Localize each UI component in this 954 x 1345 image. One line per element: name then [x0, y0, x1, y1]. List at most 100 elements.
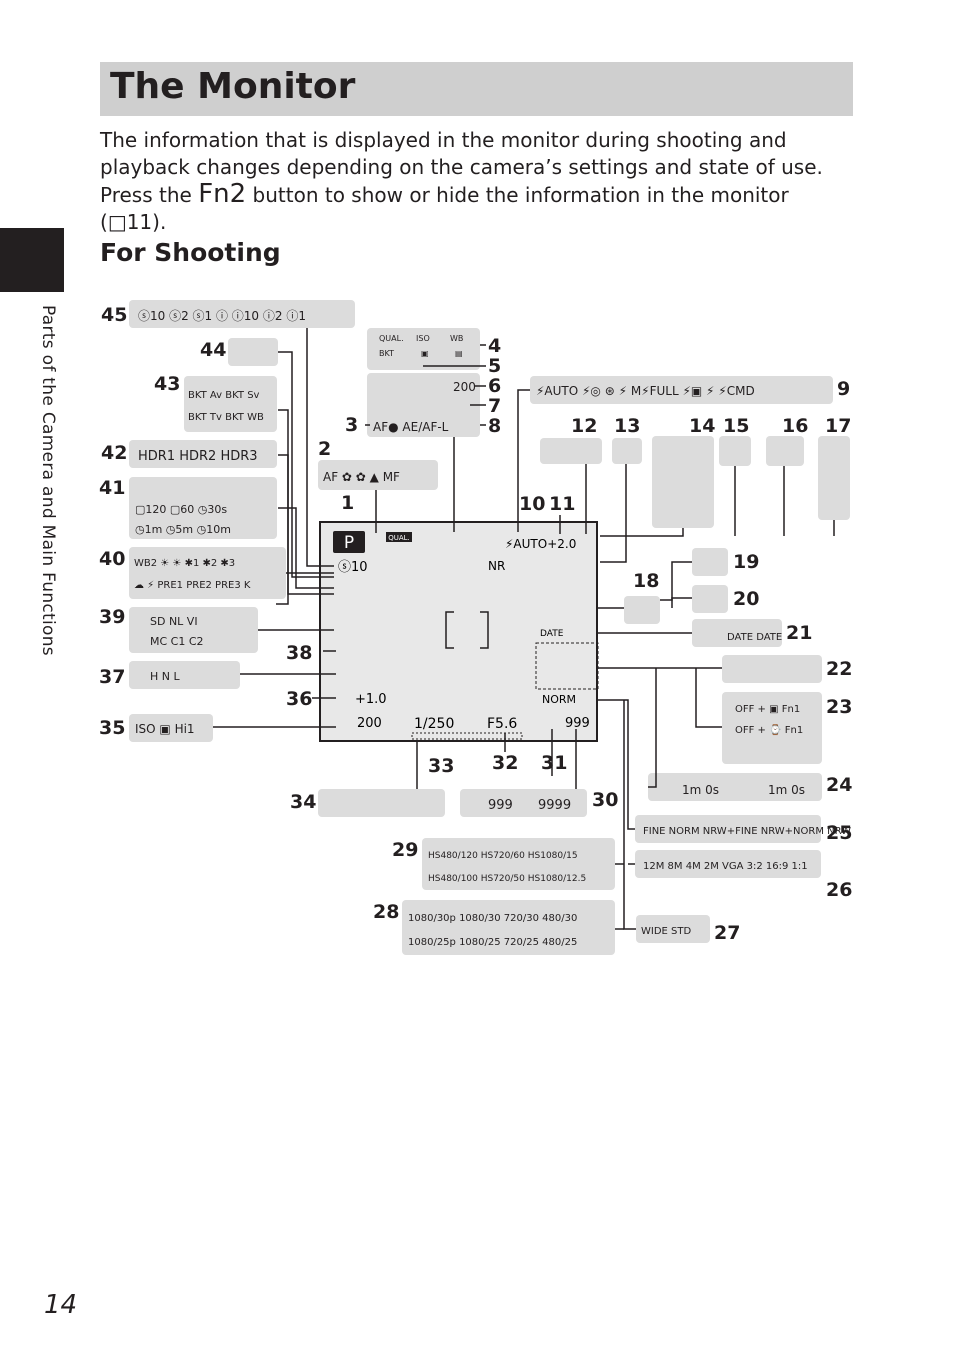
callout-30: 30	[592, 789, 618, 811]
callout-5: 5	[488, 355, 501, 377]
quality-display: NORM	[542, 693, 576, 706]
panel-icon-texts: ⓢ10 ⓢ2 ⓢ1 ⓘ ⓘ10 ⓘ2 ⓘ1 QUAL. ISO WB BKT ▣…	[134, 309, 851, 948]
panel-27-panorama	[636, 915, 710, 943]
section-tab-marker	[0, 228, 64, 292]
callout-4: 4	[488, 335, 501, 357]
p8-af-lock: AF● AE/AF-L	[373, 420, 449, 434]
page-number: 14	[44, 1290, 78, 1320]
p42-hdr: HDR1 HDR2 HDR3	[138, 449, 258, 464]
page-title: The Monitor	[110, 66, 356, 107]
p40-row2: ☁ ⚡ PRE1 PRE2 PRE3 K	[134, 580, 251, 591]
panel-26-image-size	[635, 850, 821, 878]
p6-iso-value: 200	[453, 380, 476, 394]
callout-20: 20	[733, 588, 759, 610]
panel-13-vr	[612, 438, 642, 464]
panel-22-metering	[722, 655, 822, 683]
callout-34: 34	[290, 791, 316, 813]
p30-a: 999	[488, 798, 513, 813]
p39-row2: MC C1 C2	[150, 635, 204, 648]
p41-row2: ▢120 ▢60 ◷30s	[135, 503, 227, 516]
callout-14: 14	[689, 415, 715, 437]
callout-31: 31	[541, 752, 567, 774]
callout-12: 12	[571, 415, 597, 437]
p45-text: ⓢ10 ⓢ2 ⓢ1 ⓘ ⓘ10 ⓘ2 ⓘ1	[138, 309, 306, 323]
intro-paragraph: The information that is displayed in the…	[100, 127, 860, 236]
callout-43: 43	[154, 373, 180, 395]
shooting-mode-text: P	[344, 533, 354, 553]
panel-37-adl	[129, 661, 240, 689]
monitor-screen	[319, 521, 598, 742]
panel-19-clock	[692, 548, 728, 576]
callout-21: 21	[786, 622, 812, 644]
callout-25: 25	[826, 822, 852, 844]
panel-30-exposures	[460, 789, 587, 817]
panel-29-hs-movies	[422, 838, 615, 890]
side-section-label: Parts of the Camera and Main Functions	[38, 305, 58, 656]
callout-6: 6	[488, 375, 501, 397]
date-display: DATE	[540, 629, 564, 639]
panel-23-fn-settings	[722, 692, 822, 764]
nr-display: NR	[488, 559, 505, 573]
callout-26: 26	[826, 879, 852, 901]
p23-row1: OFF + ▣ Fn1	[735, 704, 800, 715]
remaining-display: 999	[565, 716, 590, 731]
p2-focus-modes: AF ✿ ✿ ▲ MF	[323, 470, 400, 484]
focus-frame	[445, 611, 489, 649]
intro-text-1: The information that is displayed in the…	[100, 128, 823, 207]
panel-9-flash-modes	[530, 376, 833, 404]
panel-28-movie-options	[402, 900, 615, 955]
callout-18: 18	[633, 570, 659, 592]
callout-42: 42	[101, 442, 127, 464]
aperture-display: F5.6	[487, 716, 517, 732]
panel-43-bkt	[184, 376, 277, 432]
panel-18-vibration	[624, 596, 660, 624]
leader-lines	[213, 328, 835, 930]
p25-quality: FINE NORM NRW+FINE NRW+NORM NRW	[643, 826, 851, 837]
panel-24-interval	[648, 773, 822, 801]
p4-bkt: BKT	[379, 349, 394, 358]
p9-flash-modes: ⚡AUTO ⚡◎ ⊛ ⚡ M⚡FULL ⚡▣ ⚡ ⚡CMD	[536, 384, 755, 398]
panel-25-image-quality	[635, 815, 821, 843]
panel-12-battery	[540, 438, 602, 464]
title-bar	[100, 62, 853, 116]
callout-1: 1	[341, 492, 354, 514]
callout-3: 3	[345, 414, 358, 436]
panel-2-focus-modes	[318, 460, 438, 490]
p27-panorama: WIDE STD	[641, 926, 691, 937]
callout-39: 39	[99, 606, 125, 628]
callout-36: 36	[286, 688, 312, 710]
p41-row3: ◷1m ◷5m ◷10m	[135, 523, 231, 536]
panel-14-wifi	[652, 436, 714, 528]
callout-38: 38	[286, 642, 312, 664]
p37-adl: H N L	[150, 670, 180, 683]
callout-41: 41	[99, 477, 125, 499]
callout-2: 2	[318, 438, 331, 460]
panel-20-travel	[692, 585, 728, 613]
p24-b: 1m 0s	[768, 783, 805, 797]
qual-badge	[386, 532, 412, 542]
callout-33: 33	[428, 755, 454, 777]
callout-13: 13	[614, 415, 640, 437]
callout-16: 16	[782, 415, 808, 437]
p40-row1: WB2 ☀ ☀ ✱1 ✱2 ✱3	[134, 558, 235, 569]
callout-40: 40	[99, 548, 125, 570]
flash-display: ⚡AUTO+2.0	[505, 537, 576, 551]
p4-iso: ISO	[416, 334, 430, 343]
p28-row1: 1080/30p 1080/30 720/30 480/30	[408, 913, 577, 924]
panel-17-nr	[818, 436, 850, 520]
callout-37: 37	[99, 666, 125, 688]
callout-17: 17	[825, 415, 851, 437]
p4-qual: QUAL.	[379, 334, 404, 343]
callout-22: 22	[826, 658, 852, 680]
callout-19: 19	[733, 551, 759, 573]
panel-45-self-timer-icons	[129, 300, 355, 328]
p4-wb: WB	[450, 334, 463, 343]
exposure-comp-display: +1.0	[355, 692, 387, 707]
panel-41-release-modes	[129, 477, 277, 539]
intro-text-3: ).	[152, 210, 167, 234]
p4-icon3: ▤	[455, 349, 463, 358]
shooting-mode-icon	[333, 531, 365, 553]
callout-24: 24	[826, 774, 852, 796]
p26-size: 12M 8M 4M 2M VGA 3:2 16:9 1:1	[643, 861, 808, 872]
